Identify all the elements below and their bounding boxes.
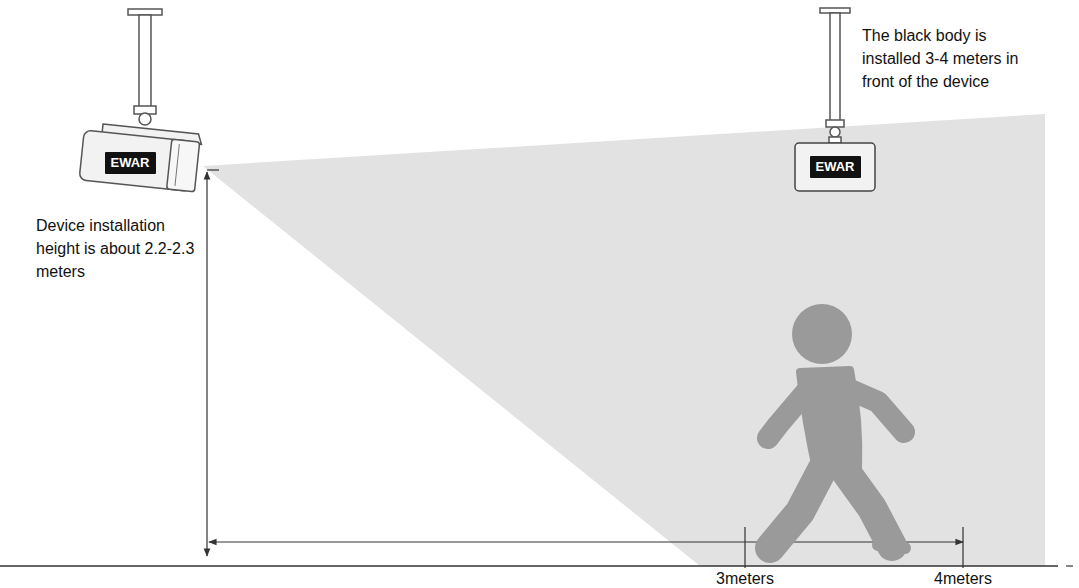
ground-dash — [1066, 565, 1073, 566]
field-of-view — [203, 114, 1045, 566]
dimension-lines — [207, 170, 963, 568]
label-text: 4meters — [934, 570, 992, 587]
camera-device — [79, 9, 202, 192]
label-text: Device installation height is about 2.2-… — [36, 217, 194, 280]
device-label: EWAR — [111, 155, 150, 170]
black-body-note: The black body is installed 3-4 meters i… — [862, 24, 1042, 94]
walking-person — [768, 304, 905, 548]
label-text: The black body is installed 3-4 meters i… — [862, 27, 1019, 90]
black-body-label: EWAR — [810, 156, 861, 178]
device-label: EWAR — [816, 159, 855, 174]
ground-line — [0, 565, 1058, 567]
label-text: 3meters — [716, 570, 774, 587]
distance-label: 3meters — [716, 567, 774, 588]
distance-label: 4meters — [934, 567, 992, 588]
camera-label: EWAR — [105, 152, 156, 174]
height-note: Device installation height is about 2.2-… — [36, 214, 201, 284]
